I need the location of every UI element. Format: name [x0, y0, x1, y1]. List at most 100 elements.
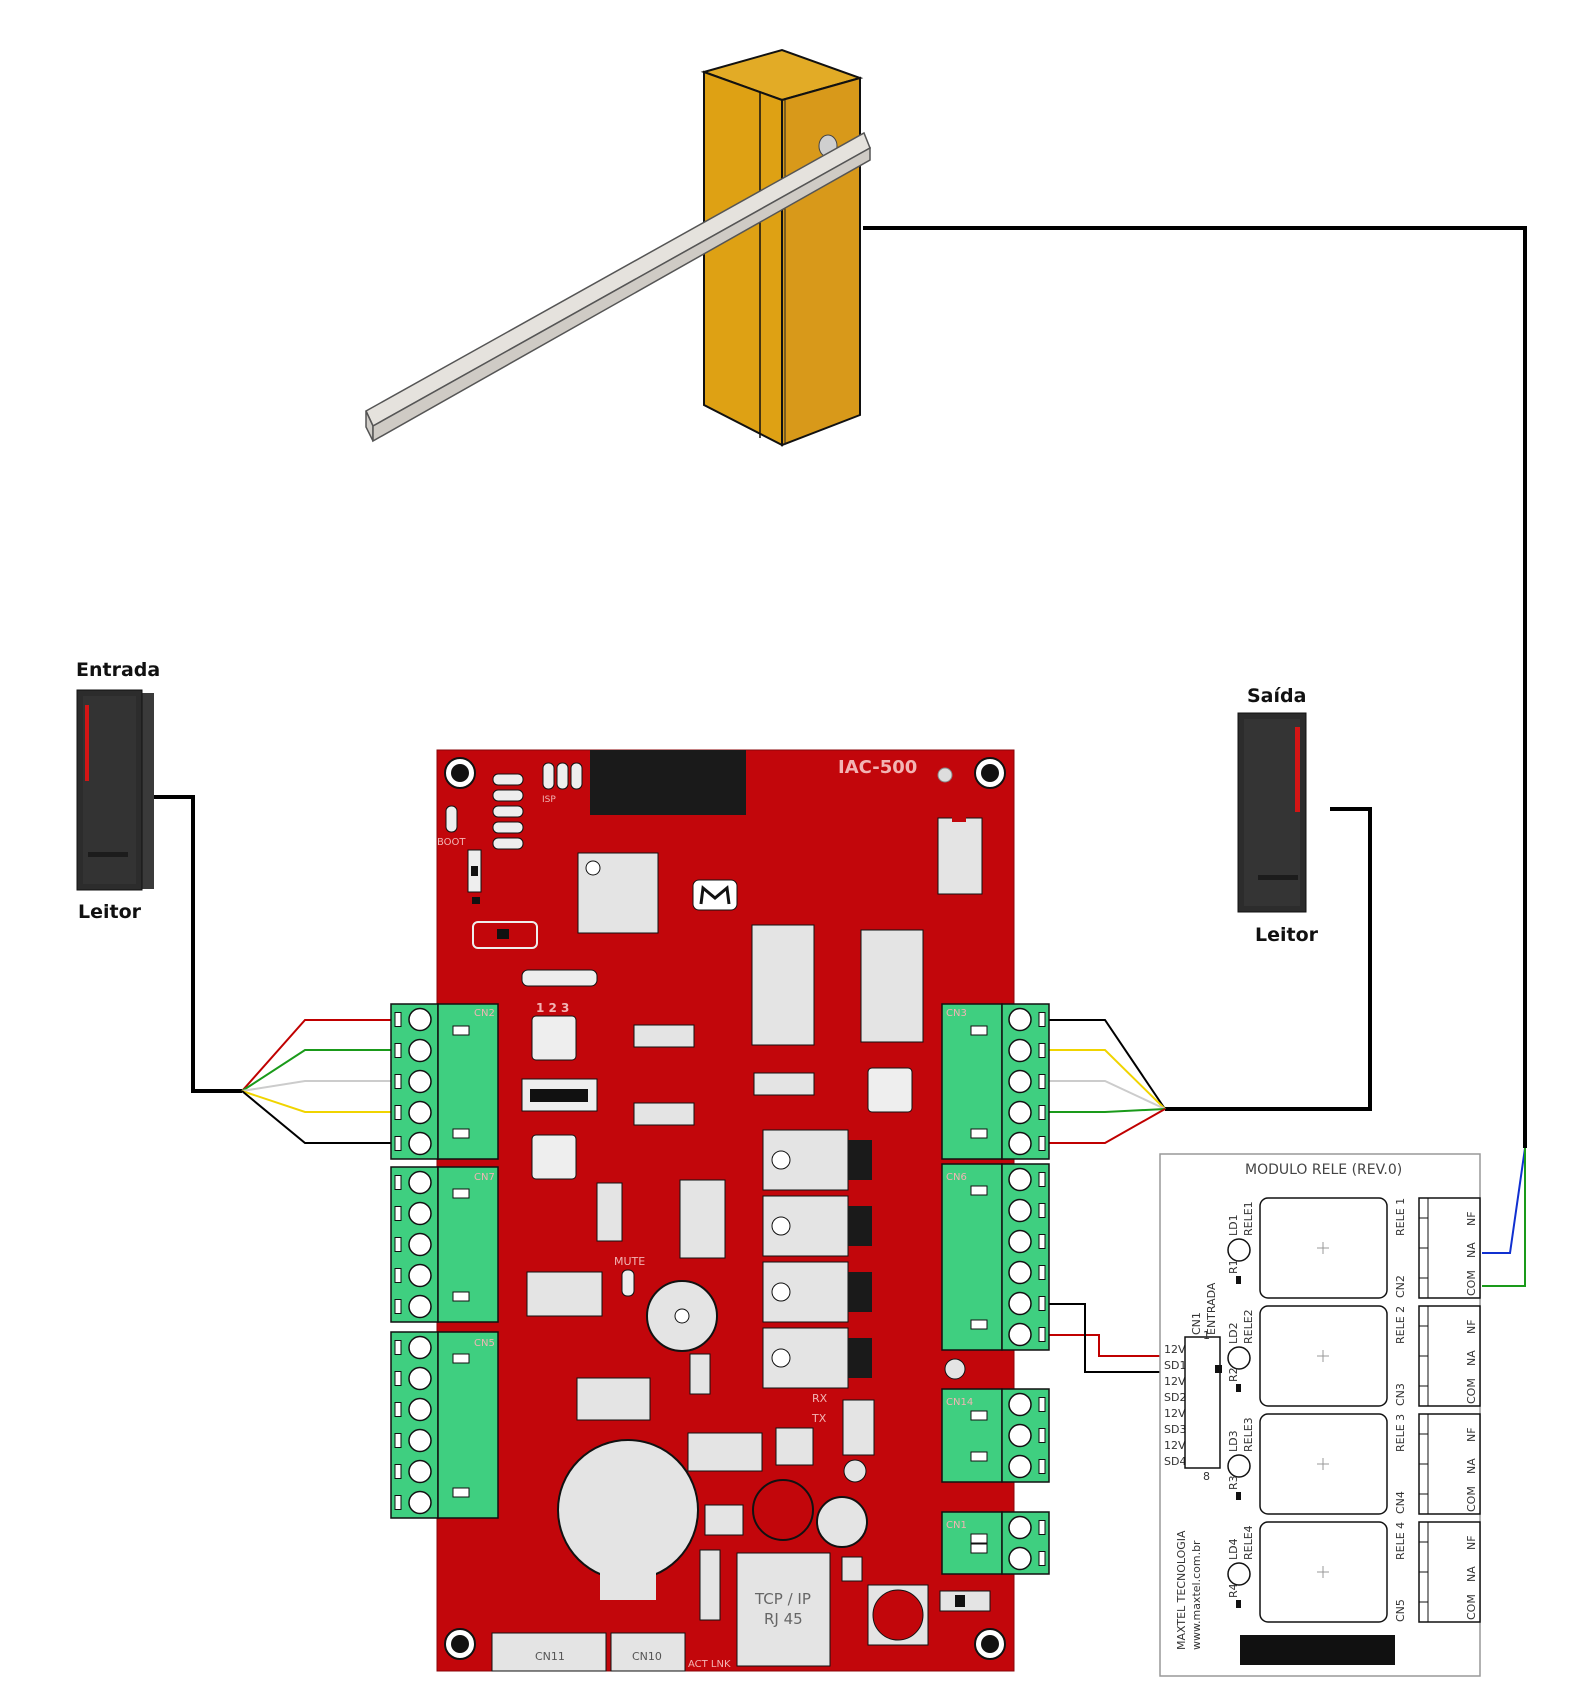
reader-left [76, 689, 154, 891]
relay-cn1: CN1 [1190, 1312, 1203, 1335]
relay-contact-na: NA [1465, 1458, 1478, 1474]
relay-contact-na: NA [1465, 1566, 1478, 1582]
silk-boot: BOOT [437, 837, 466, 848]
relay-contact-com: COM [1465, 1270, 1478, 1296]
relay-input-12v-3: 12V [1164, 1407, 1186, 1420]
wiring [150, 226, 1527, 1373]
relay-input-sd2: SD2 [1164, 1391, 1186, 1404]
wire-right-red [1049, 1108, 1166, 1144]
relay-contact-na: NA [1465, 1350, 1478, 1366]
terminal-blocks [390, 1003, 1050, 1575]
label-entrada: Entrada [76, 659, 160, 681]
relay-terminal-name: RELE 1 [1394, 1198, 1407, 1236]
silk-tx: TX [811, 1412, 827, 1425]
board-model: IAC-500 [838, 757, 917, 778]
relay-maker: MAXTEL TECNOLOGIA [1175, 1530, 1188, 1650]
silk-act-lnk: ACT LNK [688, 1659, 731, 1670]
relay-res-label: R1 [1227, 1259, 1240, 1274]
relay-name-label: RELE3 [1242, 1417, 1255, 1452]
wire-left-gray [241, 1080, 391, 1092]
relay-led-label: LD1 [1227, 1214, 1240, 1236]
silk-cn5: CN5 [474, 1338, 495, 1349]
silk-cn1: CN1 [946, 1520, 967, 1531]
wire-right-green [1049, 1108, 1166, 1113]
relay-contact-com: COM [1465, 1486, 1478, 1512]
relay-led-label: LD4 [1227, 1538, 1240, 1560]
terminal-cn2 [390, 1003, 499, 1160]
relay-input-12v-1: 12V [1164, 1343, 1186, 1356]
relay-input-12v-4: 12V [1164, 1439, 1186, 1452]
silk-cn2: CN2 [474, 1008, 495, 1019]
relay-terminal [1418, 1413, 1481, 1515]
relay-terminal [1418, 1197, 1481, 1299]
silk-jumpers: 1 2 3 [536, 1001, 569, 1015]
relay-pin-first: 1 [1203, 1329, 1210, 1342]
relay-terminal-name: RELE 3 [1394, 1414, 1407, 1452]
relay-res-label: R3 [1227, 1475, 1240, 1490]
relay-name-label: RELE2 [1242, 1309, 1255, 1344]
rj45-line2: RJ 45 [764, 1610, 803, 1628]
barrier-gate [365, 48, 871, 447]
relay-terminal-name: RELE 2 [1394, 1306, 1407, 1344]
wire-relay-com [1482, 1148, 1526, 1287]
relay-cn-label: CN5 [1394, 1599, 1407, 1622]
terminal-cn7 [390, 1166, 499, 1323]
label-leitor-left: Leitor [78, 901, 142, 923]
silk-cn6: CN6 [946, 1172, 967, 1183]
wire-left-reader-cable [150, 795, 242, 1093]
terminal-cn3 [941, 1003, 1050, 1160]
silk-cn14: CN14 [946, 1397, 973, 1408]
relay-name-label: RELE4 [1242, 1525, 1255, 1560]
wire-left-yellow [241, 1090, 391, 1113]
wire-right-reader-cable [1165, 807, 1372, 1111]
relay-contact-nf: NF [1465, 1211, 1478, 1226]
terminal-cn5 [390, 1331, 499, 1519]
relay-terminal-name: RELE 4 [1394, 1522, 1407, 1560]
relay-name-label: RELE1 [1242, 1201, 1255, 1236]
relay-input-sd1: SD1 [1164, 1359, 1186, 1372]
controller-board: BOOT ISP IAC-500 1 2 3 [436, 749, 1015, 1672]
relay-contact-nf: NF [1465, 1319, 1478, 1334]
relay-led [1227, 1238, 1251, 1262]
relay-input-12v-2: 12V [1164, 1375, 1186, 1388]
relay-terminal [1418, 1521, 1481, 1623]
silk-cn11: CN11 [535, 1650, 565, 1663]
label-saida: Saída [1247, 685, 1306, 707]
relay-contact-nf: NF [1465, 1427, 1478, 1442]
silk-mute: MUTE [614, 1255, 645, 1268]
relay-contact-com: COM [1465, 1594, 1478, 1620]
relay-module: MODULO RELE (REV.0) 12V SD1 12V SD2 12V … [1159, 1153, 1481, 1677]
relay-input-sd4: SD4 [1164, 1455, 1186, 1468]
label-leitor-right: Leitor [1255, 924, 1319, 946]
wire-right-black [1049, 1019, 1166, 1110]
wire-board-12v [1049, 1334, 1160, 1357]
relay-res-label: R4 [1227, 1583, 1240, 1598]
relay-contact-na: NA [1465, 1242, 1478, 1258]
relay-pin-last: 8 [1203, 1470, 1210, 1483]
relay-cn-label: CN2 [1394, 1275, 1407, 1298]
relay-cn-label: CN3 [1394, 1383, 1407, 1406]
wire-left-red [241, 1019, 391, 1092]
relay-led-label: LD2 [1227, 1322, 1240, 1344]
relay-contact-nf: NF [1465, 1535, 1478, 1550]
silk-cn10: CN10 [632, 1650, 662, 1663]
wire-left-black [241, 1090, 391, 1144]
relay-input-sd3: SD3 [1164, 1423, 1186, 1436]
wire-right-gray [1049, 1080, 1166, 1110]
terminal-cn1 [941, 1511, 1050, 1575]
terminal-cn6 [941, 1163, 1050, 1351]
silk-cn7: CN7 [474, 1172, 495, 1183]
relay-led [1227, 1346, 1251, 1370]
wire-barrier-cable [863, 226, 1527, 1148]
relay-led [1227, 1562, 1251, 1586]
relay-res-label: R2 [1227, 1367, 1240, 1382]
relay-cn-label: CN4 [1394, 1491, 1407, 1514]
relay-led-label: LD3 [1227, 1430, 1240, 1452]
reader-right [1237, 712, 1307, 913]
